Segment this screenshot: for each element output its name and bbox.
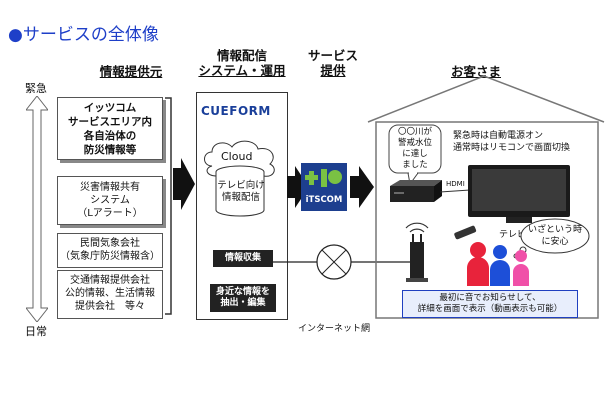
source-l-alert-line1: 災害情報共有 [80, 182, 140, 193]
header-customers: お客さま [450, 64, 501, 79]
header-distribution: 情報配信 システム・運用 [192, 48, 292, 78]
cloud-server-graphic [204, 140, 275, 217]
source-municipal-line4: 防災情報等 [83, 144, 137, 156]
source-box-l-alert: 災害情報共有 システム （Lアラート） [57, 176, 163, 225]
server-cylinder-label: テレビ向け 情報配信 [217, 180, 265, 204]
house-outline [367, 75, 605, 319]
axis-label-urgent: 緊急 [25, 82, 47, 95]
source-box-traffic: 交通情報提供会社 公的情報、生活情報 提供会社 等々 [57, 270, 163, 319]
extract-line1: 身近な情報を [215, 287, 270, 297]
bubble-line4: ました [402, 160, 428, 170]
header-service-line2: 提供 [320, 63, 346, 78]
thought-bubble [513, 218, 590, 259]
axis-label-daily: 日常 [25, 325, 47, 338]
display-note-line1: 最初に音でお知らせして、 [439, 293, 541, 303]
page-title: ●サービスの全体像 [8, 25, 159, 45]
remote-control-icon [454, 225, 477, 240]
source-traffic-line2: 公的情報、生活情報 [65, 288, 155, 299]
sources-bracket [165, 97, 195, 315]
source-box-municipal: イッツコム サービスエリア内 各自治体の 防災情報等 [57, 97, 163, 160]
auto-power-note-line1: 緊急時は自動電源オン [453, 131, 544, 141]
cylinder-line1: テレビ向け [217, 180, 265, 191]
info-collect-label: 情報収集 [213, 250, 273, 267]
auto-power-note-line2: 通常時はリモコンで画面切換 [453, 143, 571, 153]
cueform-logo: CUEFORM [201, 104, 271, 118]
thought-line2: に安心 [541, 237, 569, 247]
source-weather-line1: 民間気象会社 [80, 238, 140, 249]
cloud-label: Cloud [221, 150, 253, 163]
alert-bubble-text: 〇〇川が 警戒水位 に達し ました [389, 127, 441, 171]
thought-line1: いざという時 [527, 225, 582, 235]
display-note-line2: 詳細を画面で表示（動画表示も可能） [417, 304, 563, 314]
itscom-logo: iTSCOM [301, 163, 347, 211]
header-service-line1: サービス [307, 48, 358, 63]
display-note-box: 最初に音でお知らせして、 詳細を画面で表示（動画表示も可能） [402, 290, 578, 318]
source-l-alert-line3: （Lアラート） [77, 208, 143, 219]
bubble-line2: 警戒水位 [397, 138, 432, 148]
source-municipal-line1: イッツコム [83, 102, 137, 114]
source-municipal-line2: サービスエリア内 [68, 116, 152, 128]
wifi-router-icon [405, 222, 429, 282]
source-box-weather: 民間気象会社 （気象庁防災情報含） [57, 233, 163, 268]
bubble-line3: に達し [402, 149, 428, 159]
set-top-box-icon [390, 180, 442, 202]
internet-label: インターネット網 [298, 324, 371, 334]
header-distribution-line2: システム・運用 [198, 63, 286, 78]
itscom-mark-icon [305, 169, 342, 187]
urgency-axis-arrow [26, 96, 48, 322]
hdmi-cable [440, 189, 470, 193]
arrow-distribution-to-service [287, 166, 309, 208]
info-extract-label: 身近な情報を 抽出・編集 [210, 284, 276, 312]
alert-speech-bubble [388, 124, 442, 186]
source-l-alert-line2: システム [90, 195, 130, 206]
thought-bubble-text: いざという時 に安心 [524, 224, 586, 248]
arrow-service-to-customer [350, 166, 374, 208]
extract-line2: 抽出・編集 [220, 298, 266, 308]
header-service: サービス 提供 [298, 48, 368, 78]
itscom-logo-text: iTSCOM [305, 195, 343, 205]
source-weather-line2: （気象庁防災情報含） [60, 251, 160, 262]
header-sources: 情報提供元 [99, 64, 163, 79]
bubble-line1: 〇〇川が [397, 127, 432, 137]
tv-label: テレビ [499, 230, 527, 240]
source-traffic-line1: 交通情報提供会社 [70, 275, 150, 286]
source-traffic-line3: 提供会社 等々 [75, 301, 145, 312]
family-people-icon [467, 242, 529, 286]
header-distribution-line1: 情報配信 [216, 48, 267, 63]
hdmi-label: HDMI [446, 180, 465, 188]
auto-power-note: 緊急時は自動電源オン 通常時はリモコンで画面切換 [453, 130, 570, 154]
tv-icon [468, 165, 570, 223]
cylinder-line2: 情報配信 [221, 192, 260, 203]
source-municipal-line3: 各自治体の [83, 130, 137, 142]
